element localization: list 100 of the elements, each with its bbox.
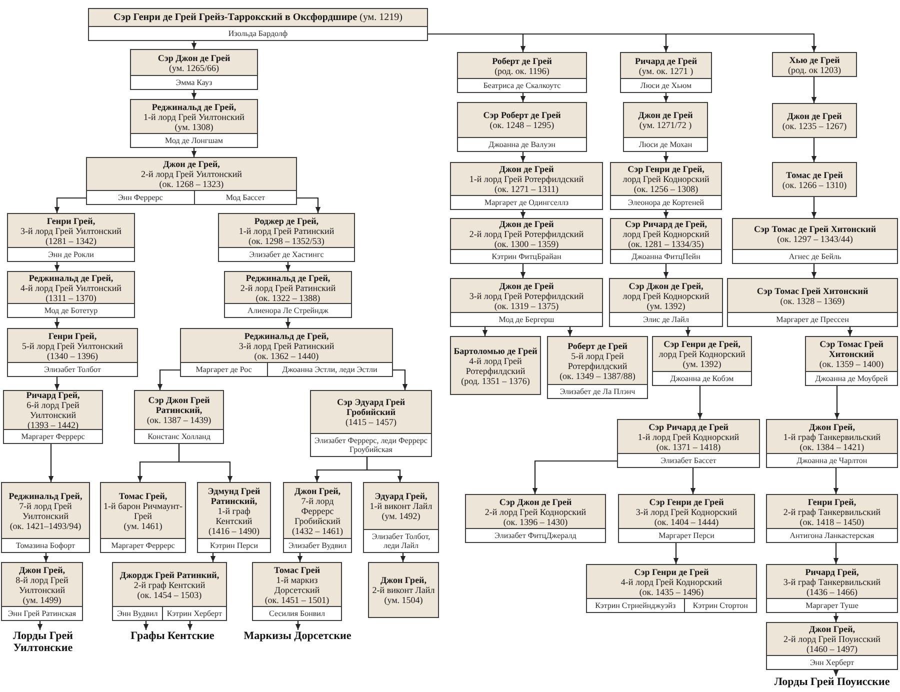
person-name: Сэр Роберт де Грей (ок. 1248 – 1295) xyxy=(483,110,561,130)
person-box xyxy=(134,390,224,444)
spouse-name: Эмма Кауз xyxy=(131,76,257,89)
person-box xyxy=(3,390,103,444)
person-name: Джон де Грей (ум. 1271/72 ) xyxy=(638,110,693,130)
spouse-name: Элизабет Феррерс, леди Феррерс Гроубийская xyxy=(311,434,431,456)
lineage-label: Маркизы Дорсетские xyxy=(240,630,355,644)
spouse-name: Джоанна де Валуэн xyxy=(458,138,586,151)
spouse-name: Антигона Ланкастерская xyxy=(767,529,897,542)
spouse-name: Элеонора де Кортеней xyxy=(611,196,721,209)
person-box xyxy=(1,562,83,621)
descent-arrow xyxy=(54,197,86,213)
descent-arrow xyxy=(191,148,197,157)
person-name: Ричард Грей, 6-й лорд Грей Уилтонский (1393 – 1442) xyxy=(25,390,81,430)
lineage-label: Графы Кентские xyxy=(125,630,220,644)
descent-arrow xyxy=(393,369,408,390)
person-box xyxy=(465,494,606,543)
descent-arrow xyxy=(520,210,526,218)
descent-arrow xyxy=(663,264,669,278)
descent-arrow xyxy=(520,264,526,278)
spouse-name: Констанс Холланд xyxy=(135,430,223,443)
spouse-name: Мод Бассет xyxy=(194,191,296,204)
descent-arrow xyxy=(811,264,817,278)
spouse-name: Мод де Ботетур xyxy=(8,304,134,317)
descent-arrow xyxy=(697,386,703,419)
spouse-name: Элизабет Толбот xyxy=(8,363,137,376)
descent-arrow xyxy=(178,444,233,482)
person-box xyxy=(363,482,439,553)
person-box xyxy=(732,218,898,264)
spouse-name: Мод де Бергерш xyxy=(451,313,602,326)
lineage-label: Лорды Грей Поуисские xyxy=(766,676,898,690)
descent-arrow xyxy=(663,152,669,162)
person-name: Сэр Джон де Грей (ум. 1265/66) xyxy=(158,52,230,72)
descent-arrow xyxy=(833,613,839,622)
person-box xyxy=(618,494,755,543)
person-name: Джон Грей, 2-й виконт Лайл (ум. 1504) xyxy=(372,575,435,605)
descent-arrow xyxy=(191,41,197,49)
descent-arrow xyxy=(673,543,679,564)
person-name: Реджинальд де Грей, 1-й лорд Грей Уилтонский (ум. 1308) xyxy=(144,102,244,132)
person-box xyxy=(224,271,352,318)
descent-arrow xyxy=(833,670,839,676)
person-box xyxy=(610,218,722,264)
spouse-name: Люси де Хьюм xyxy=(621,79,711,92)
descent-arrow xyxy=(297,553,303,562)
spouse-name: Джоанна де Чарлтон xyxy=(767,454,897,467)
person-box xyxy=(610,162,722,210)
person-name: Томас Грей, 1-й барон Ричмаунт-Грей (ум. 1461) xyxy=(103,490,183,530)
descent-arrow xyxy=(685,327,691,336)
person-box xyxy=(252,562,342,621)
person-name: Сэр Джон де Грей, лорд Грей Коднорский (ум. 1392) xyxy=(622,280,710,310)
spouse-name: Кэтрин Херберт xyxy=(162,607,226,620)
person-box xyxy=(766,564,898,613)
spouse-name: Сесилия Бонвил xyxy=(253,607,341,620)
person-name: Сэр Джон де Грей 2-й лорд Грей Коднорский (ок. 1396 – 1430) xyxy=(484,496,586,526)
descent-arrow xyxy=(54,262,60,271)
person-name: Эдуард Грей, 1-й виконт Лайл (ум. 1492) xyxy=(370,491,432,521)
person-name: Реджинальд де Грей, 4-й лорд Грей Уилтонский (1311 – 1370) xyxy=(20,272,122,302)
person-box xyxy=(368,562,439,618)
descent-arrow xyxy=(833,543,839,564)
person-name: Сэр Ричард де Грей, лорд Грей Коднорский (ок. 1281 – 1334/35) xyxy=(622,219,710,249)
descent-arrow xyxy=(567,327,573,336)
spouse-name: Маргарет Феррерс xyxy=(4,430,102,443)
spouse-name: Элизабет Вудвил xyxy=(284,539,351,552)
person-box xyxy=(7,213,135,262)
person-box xyxy=(457,102,587,152)
spouse-name: Энн Херберт xyxy=(767,656,897,669)
descent-arrow xyxy=(191,90,197,99)
person-box xyxy=(310,390,432,457)
person-name: Сэр Джон Грей Ратинский, (ок. 1387 – 1439) xyxy=(146,395,212,425)
person-name: Сэр Генри де Грей, лорд Грей Коднорский (ок. 1256 – 1308) xyxy=(622,164,710,194)
person-name: Эдмунд Грей Ратинский, 1-й граф Кентский (1416 – 1490) xyxy=(206,486,262,536)
descent-arrow xyxy=(143,621,149,630)
spouse-name: Агнес де Бейль xyxy=(733,250,897,263)
spouse-name: Энн Феррерс xyxy=(87,191,194,204)
spouse-name: Энн Вудвил xyxy=(113,607,162,620)
spouse-name: Элис де Лайл xyxy=(610,313,722,326)
person-box xyxy=(86,157,297,205)
person-box xyxy=(112,562,227,621)
descent-arrow xyxy=(811,77,817,103)
person-box xyxy=(766,622,898,670)
person-box xyxy=(547,336,648,399)
person-name: Томас де Грей (ок. 1266 – 1310) xyxy=(782,170,847,190)
person-name: Джон Грей, 8-й лорд Грей Уилтонский (ум. 1499) xyxy=(14,564,70,604)
person-box xyxy=(620,52,712,93)
descent-arrow xyxy=(482,327,488,336)
descent-arrow xyxy=(400,553,406,562)
person-box xyxy=(450,162,603,210)
person-name: Роберт де Грей (род. ок. 1196) xyxy=(492,56,552,76)
descent-arrow xyxy=(520,93,526,102)
person-name: Бартоломью де Грей 4-й лорд Грей Ротерфилдский (род. 1351 – 1376) xyxy=(453,346,538,386)
descent-arrow xyxy=(43,553,49,562)
descent-arrow xyxy=(285,262,291,271)
person-name: Джон Грей, 1-й граф Танкервильский (ок. 1384 – 1421) xyxy=(783,422,881,452)
spouse-name: Джоанна Эстли, леди Эстли xyxy=(266,363,392,376)
spouse-name: Маргарет Феррерс xyxy=(101,539,185,552)
descent-arrow xyxy=(54,377,60,390)
spouse-name: Кэтрин Перси xyxy=(198,539,270,552)
person-name: Ричард де Грей (ум. ок. 1271 ) xyxy=(634,56,698,76)
person-box xyxy=(617,419,760,468)
person-name: Роберт де Грей 5-й лорд Грей Ротерфилдский (ок. 1349 – 1387/88) xyxy=(558,340,636,380)
